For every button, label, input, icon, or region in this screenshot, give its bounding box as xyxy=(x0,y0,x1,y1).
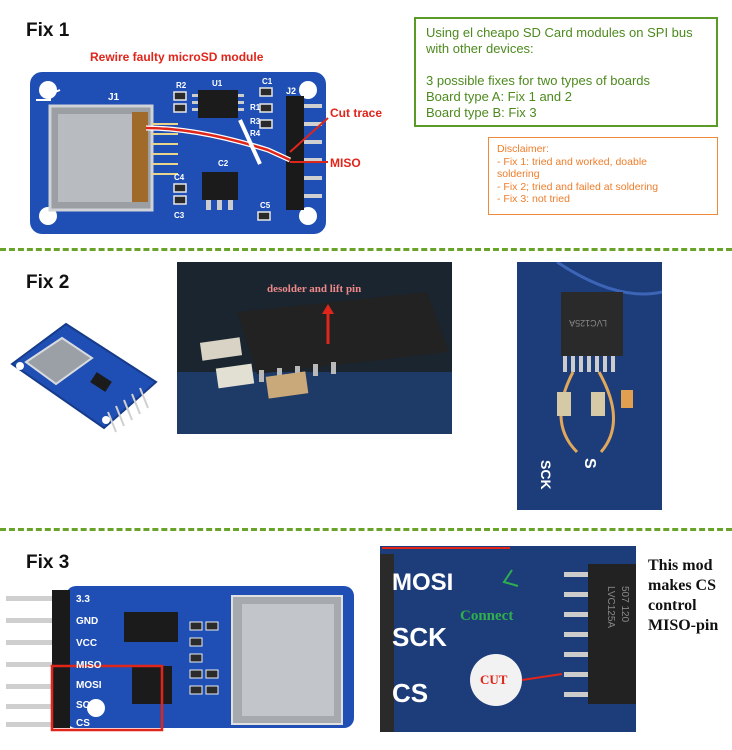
sck-silk: SCK xyxy=(538,460,554,490)
chip-marking: LVC125A xyxy=(569,318,607,328)
fix3-note-line: control xyxy=(648,597,697,614)
sck-silk: SCK xyxy=(392,622,447,652)
miso-label: MISO xyxy=(330,156,361,170)
fix1-board-photo: J1 R2 U1 C1 R1 R3 R4 J2 C4 C3 C5 C2 xyxy=(28,68,388,238)
cut-label: CUT xyxy=(480,672,508,687)
info-line: with other devices: xyxy=(426,41,534,56)
info-line xyxy=(426,57,706,73)
r3-label: R3 xyxy=(250,117,261,126)
fix1-heading: Fix 1 xyxy=(26,20,70,41)
c4-label: C4 xyxy=(174,173,185,182)
fix3-closeup-photo: LVC125A 507 120 MOSI SCK CS Connect CUT xyxy=(380,546,636,732)
section-divider xyxy=(0,528,732,531)
cut-trace-label: Cut trace xyxy=(330,106,383,120)
info-line: 3 possible fixes for two types of boards xyxy=(426,73,651,88)
fix3-note-line: makes CS xyxy=(648,577,717,594)
r1-label: R1 xyxy=(250,103,261,112)
r4-label: R4 xyxy=(250,129,261,138)
s-silk: S xyxy=(581,458,598,469)
info-line: Board type A: Fix 1 and 2 xyxy=(426,89,572,104)
fix1-caption: Rewire faulty microSD module xyxy=(90,50,264,64)
pin-label: CS xyxy=(76,718,90,729)
info-line: Using el cheapo SD Card modules on SPI b… xyxy=(426,25,693,40)
fix3-note-line: MISO-pin xyxy=(648,617,719,634)
chip-marking: LVC125A xyxy=(605,586,616,628)
section-divider xyxy=(0,248,732,251)
mosi-silk: MOSI xyxy=(392,569,453,596)
u1-label: U1 xyxy=(212,79,223,88)
fix2-heading: Fix 2 xyxy=(26,272,70,293)
fix2-module-photo xyxy=(8,316,160,438)
chip-marking: 507 120 xyxy=(619,586,630,623)
disclaimer-title: Disclaimer: xyxy=(497,143,549,155)
disclaimer-line: soldering xyxy=(497,168,540,180)
fix3-note: This mod makes CS control MISO-pin xyxy=(648,556,718,636)
fix3-board-photo: 3.3 GND VCC MISO MOSI SCK CS xyxy=(6,582,358,732)
disclaimer-line: - Fix 3: not tried xyxy=(497,193,570,205)
cs-silk: CS xyxy=(392,678,428,708)
c2-label: C2 xyxy=(218,159,229,168)
pin-label: MISO xyxy=(76,660,102,671)
pin-label: 3.3 xyxy=(76,594,90,605)
desolder-label: desolder and lift pin xyxy=(267,283,361,295)
pin-label: GND xyxy=(76,616,98,627)
c5-label: C5 xyxy=(260,201,271,210)
pin-label: VCC xyxy=(76,638,97,649)
r2-label: R2 xyxy=(176,81,187,90)
j1-label: J1 xyxy=(108,92,120,103)
c3-label: C3 xyxy=(174,211,185,220)
info-box: Using el cheapo SD Card modules on SPI b… xyxy=(414,17,718,127)
disclaimer-box: Disclaimer: - Fix 1: tried and worked, d… xyxy=(488,137,718,215)
fix3-note-line: This mod xyxy=(648,557,713,574)
disclaimer-line: - Fix 1: tried and worked, doable xyxy=(497,155,647,168)
fix3-heading: Fix 3 xyxy=(26,552,70,573)
info-line: Board type B: Fix 3 xyxy=(426,105,537,120)
c1-label: C1 xyxy=(262,77,273,86)
j2-label: J2 xyxy=(286,86,296,96)
disclaimer-line: - Fix 2; tried and failed at soldering xyxy=(497,180,659,193)
connect-label: Connect xyxy=(460,608,513,624)
fix2-closeup-photo: LVC125A SCK S xyxy=(517,262,662,510)
pin-label: MOSI xyxy=(76,680,102,691)
pin-label: SCK xyxy=(76,700,98,711)
fix2-desolder-photo: desolder and lift pin xyxy=(177,262,452,434)
